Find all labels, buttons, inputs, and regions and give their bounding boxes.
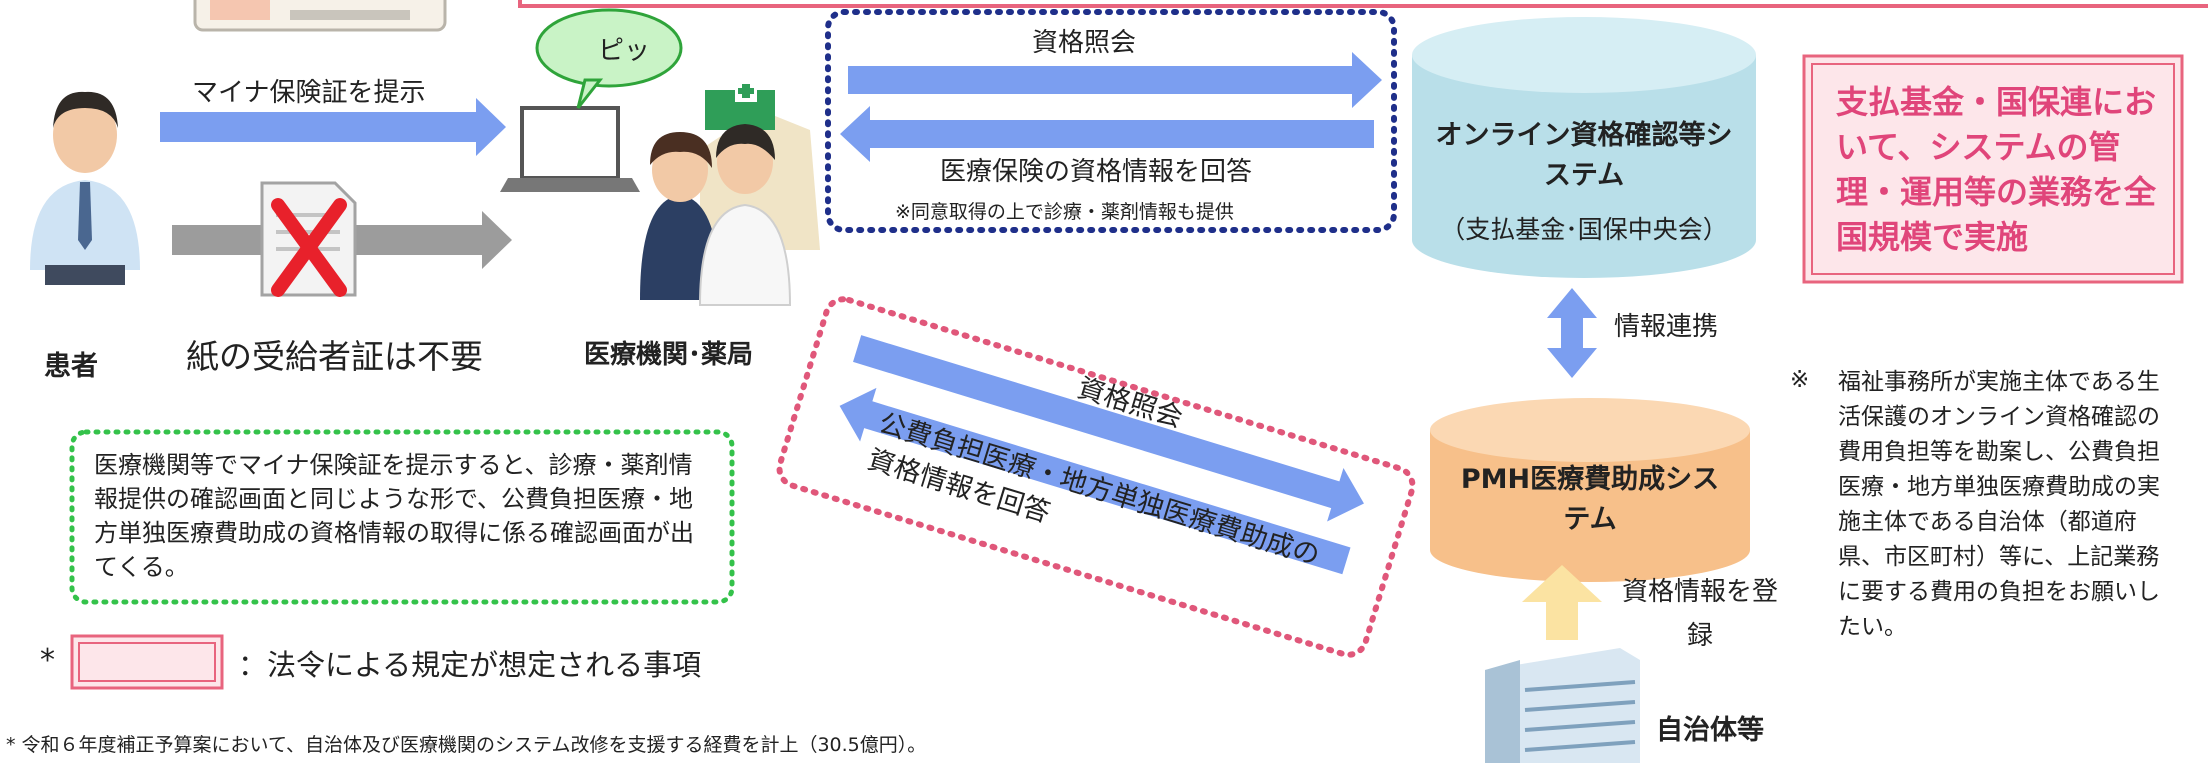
arrow-query-top (848, 52, 1382, 108)
reply-top-note: ※同意取得の上で診療・薬剤情報も提供 (895, 201, 1234, 223)
green-note-text: 医療機関等でマイナ保険証を提示すると、診療・薬剤情報提供の確認画面と同じような形… (94, 451, 694, 581)
online-system-cylinder (1412, 17, 1756, 278)
info-link-label: 情報連携 (1614, 312, 1719, 342)
mynumber-card-icon (193, 0, 447, 32)
register-info-label: 資格情報を登録 (1621, 577, 1778, 651)
arrow-query-bottom (853, 335, 1364, 522)
callout-text: 支払基金・国保連において、システムの管理・運用等の業務を全国規模で実施 (1836, 83, 2157, 256)
pmh-system-title: PMH医療費助成システム (1460, 464, 1720, 535)
arrow-show-card (160, 98, 506, 156)
arrow-register-info (1522, 565, 1602, 640)
pmh-system-cylinder (1430, 398, 1750, 582)
legend-text: ：法令による規定が想定される事項 (238, 648, 702, 682)
callout-frame (1802, 54, 2184, 284)
red-x-icon (271, 198, 347, 297)
beep-bubble (535, 8, 683, 109)
arrow-reply-bottom (839, 387, 1351, 575)
top-exchange-frame (825, 9, 1397, 233)
welfare-note-mark: ※ (1790, 367, 1810, 393)
arrow-reply-top (840, 106, 1374, 162)
legend-mark: * (40, 643, 55, 678)
double-arrow-link (1547, 288, 1597, 378)
online-system-operator: （支払基金･国保中央会） (1440, 215, 1728, 244)
reply-top-label: 医療保険の資格情報を回答 (940, 157, 1253, 187)
beep-label: ピッ (598, 36, 651, 66)
top-banner-edge (518, 0, 2208, 8)
footnote: * 令和６年度補正予算案において、自治体及び医療機関のシステム改修を支援する経費… (6, 734, 927, 756)
laptop-icon (500, 106, 640, 192)
bottom-exchange-frame (776, 296, 1416, 658)
online-system-title: オンライン資格確認等システム (1435, 120, 1733, 191)
patient-label: 患者 (44, 351, 98, 382)
provider-label: 医療機関･薬局 (584, 340, 754, 370)
legend-swatch (70, 634, 224, 690)
welfare-note-text: 福祉事務所が実施主体である生活保護のオンライン資格確認の費用負担等を勘案し、公費… (1838, 369, 2160, 640)
municipality-label: 自治体等 (1656, 715, 1764, 746)
show-card-label: マイナ保険証を提示 (192, 78, 426, 108)
patient-figure-icon (30, 91, 140, 285)
green-note-frame (69, 429, 735, 605)
paper-card-label: 紙の受給者証は不要 (186, 337, 483, 376)
staff-figures-icon (640, 124, 792, 306)
query-top-label: 資格照会 (1032, 28, 1137, 58)
municipality-building-icon (1485, 648, 1640, 763)
